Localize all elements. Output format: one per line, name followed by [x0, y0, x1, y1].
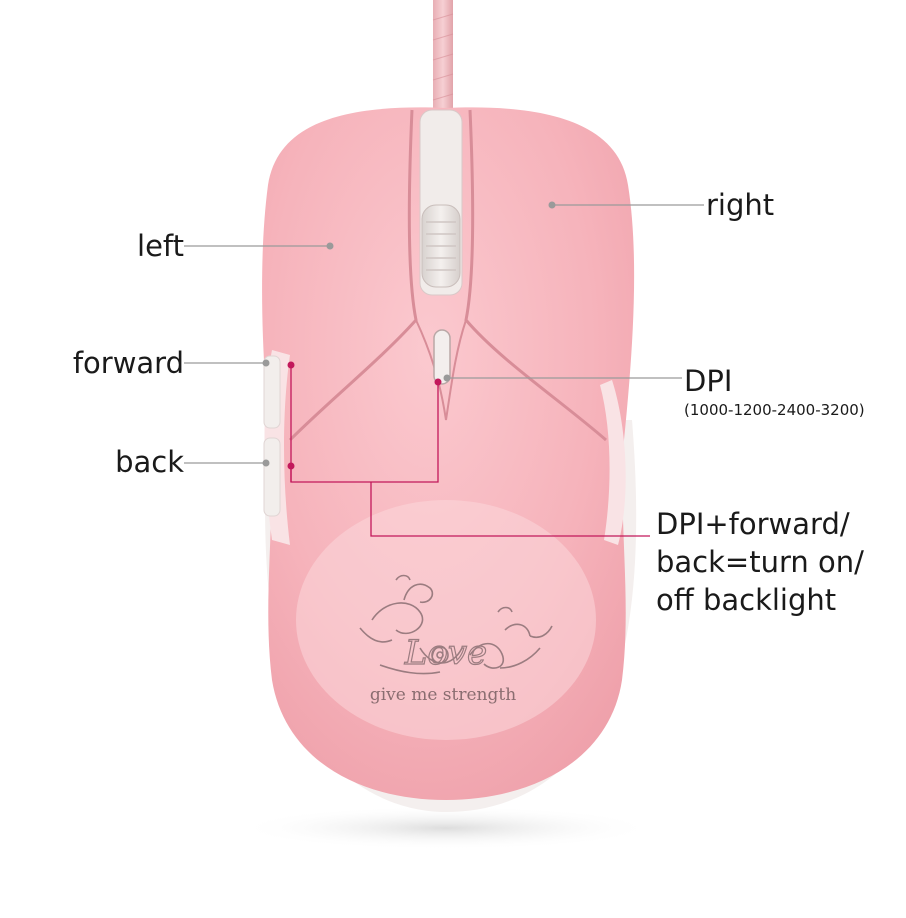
left-button-label: left [137, 229, 184, 263]
backlight-note-line: DPI+forward/ [656, 507, 850, 541]
dpi-levels-label: (1000-1200-2400-3200) [684, 401, 865, 419]
forward-button-label: forward [72, 346, 184, 380]
leader-dots-combo [287, 361, 442, 470]
dpi-label: DPI [684, 364, 733, 398]
leader-lines-gray [184, 204, 704, 464]
side-grip-right [600, 380, 626, 545]
usb-cable [433, 0, 453, 112]
slogan-text: give me strength [370, 685, 516, 705]
left-button-seam [288, 109, 418, 442]
mouse-shadow [236, 806, 656, 850]
right-button-label: right [706, 188, 775, 222]
back-button-label: back [115, 445, 184, 479]
backlight-note-line: off backlight [656, 583, 837, 617]
leader-dots-gray [262, 201, 556, 467]
cable-braid [432, 13, 454, 101]
back-side-button[interactable] [263, 437, 281, 517]
backlight-note: DPI+forward/ back=turn on/ off backlight [656, 505, 864, 619]
forward-side-button[interactable] [263, 355, 281, 429]
palm-highlight [296, 500, 596, 740]
right-button-seam [464, 109, 607, 442]
center-seam [415, 319, 467, 421]
love-ornament-icon [359, 574, 553, 675]
backlight-note-line: back=turn on/ [656, 545, 864, 579]
wheel-ridges [426, 221, 456, 271]
love-logo-text: Love [404, 633, 487, 673]
dpi-button[interactable] [433, 329, 451, 385]
